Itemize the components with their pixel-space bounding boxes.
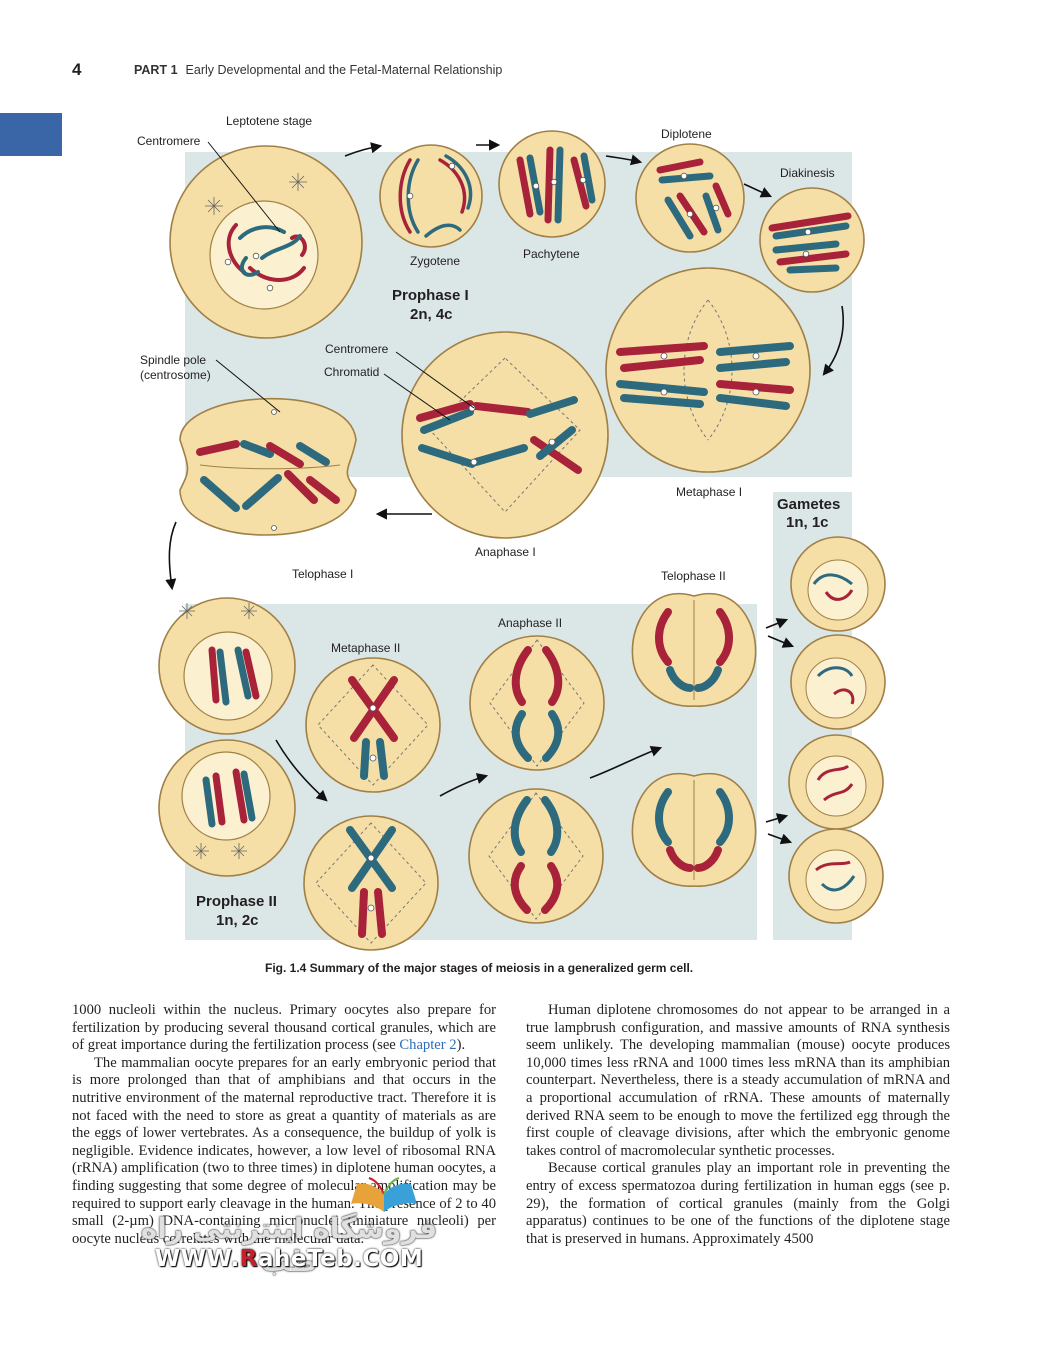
gamete-1 <box>790 536 886 632</box>
leptotene-cell <box>169 145 363 339</box>
label-prophase-i-ploidy: 2n, 4c <box>410 306 453 323</box>
label-metaphase-ii: Metaphase II <box>331 641 400 655</box>
chapter-2-link[interactable]: Chapter 2 <box>399 1037 457 1054</box>
label-prophase-i: Prophase I <box>392 287 469 304</box>
gamete-2 <box>790 634 886 730</box>
label-anaphase-ii: Anaphase II <box>498 616 562 630</box>
label-leptotene: Leptotene stage <box>226 114 312 128</box>
stage-arrows <box>165 139 844 845</box>
label-pachytene: Pachytene <box>523 247 580 261</box>
running-title: Early Developmental and the Fetal-Matern… <box>185 63 503 77</box>
book-logo-icon <box>351 1177 417 1212</box>
paragraph-left-1: 1000 nucleoli within the nucleus. Primar… <box>72 1002 496 1055</box>
label-centrosome: (centrosome) <box>140 368 211 382</box>
figure-caption: Fig. 1.4 Summary of the major stages of … <box>265 961 694 975</box>
anaphase-ii-cell-top <box>469 635 605 771</box>
telophase-ii-cell-bottom <box>631 772 757 887</box>
label-centromere-top: Centromere <box>137 134 201 148</box>
watermark-persian: فروشگاه اینترنتی راه طب <box>140 1212 438 1278</box>
paragraph-right-2: Because cortical granules play an import… <box>526 1160 950 1247</box>
metaphase-i-cell <box>605 267 811 473</box>
paragraph-text-end: ). <box>456 1037 466 1054</box>
label-prophase-ii: Prophase II <box>196 893 277 910</box>
label-prophase-ii-ploidy: 1n, 2c <box>216 912 259 929</box>
zygotene-cell <box>379 144 483 248</box>
anaphase-i-cell <box>401 331 609 539</box>
body-column-right: Human diplotene chromosomes do not appea… <box>526 1002 950 1248</box>
label-metaphase-i: Metaphase I <box>676 485 742 499</box>
watermark: فروشگاه اینترنتی راه طب WWW.RaheTeb.COM <box>124 1176 454 1280</box>
paragraph-right-1: Human diplotene chromosomes do not appea… <box>526 1002 950 1159</box>
metaphase-ii-cell-bottom <box>303 815 439 951</box>
running-head: PART 1 Early Developmental and the Fetal-… <box>134 63 502 77</box>
label-diakinesis: Diakinesis <box>780 166 835 180</box>
prophase-ii-cell-top <box>158 597 296 735</box>
telophase-ii-cell-top <box>631 592 757 707</box>
gamete-3 <box>788 734 884 830</box>
paragraph-text: 1000 nucleoli within the nucleus. Primar… <box>72 1002 496 1054</box>
pachytene-cell <box>498 130 606 238</box>
label-zygotene: Zygotene <box>410 254 460 268</box>
diakinesis-cell <box>759 187 865 293</box>
page-number: 4 <box>72 60 82 79</box>
prophase-ii-cell-bottom <box>158 739 296 877</box>
label-telophase-i: Telophase I <box>292 567 353 581</box>
watermark-url-rest: aheTeb.COM <box>257 1246 424 1272</box>
part-label: PART 1 <box>134 63 178 77</box>
chapter-tab <box>0 113 62 156</box>
anaphase-ii-cell-bottom <box>468 788 604 924</box>
label-chromatid: Chromatid <box>324 365 379 379</box>
metaphase-ii-cell-top <box>305 657 441 793</box>
label-gametes: Gametes <box>777 496 840 513</box>
label-centromere-mid: Centromere <box>325 342 389 356</box>
gamete-4 <box>788 828 884 924</box>
watermark-url-prefix: WWW. <box>154 1246 240 1272</box>
label-anaphase-i: Anaphase I <box>475 545 536 559</box>
watermark-url: WWW.RaheTeb.COM <box>124 1246 454 1272</box>
watermark-url-r: R <box>239 1246 258 1272</box>
telophase-i-cell <box>179 397 357 536</box>
meiosis-figure: Leptotene stage Centromere Zygotene Pach… <box>137 114 886 951</box>
label-diplotene: Diplotene <box>661 127 712 141</box>
label-gametes-ploidy: 1n, 1c <box>786 514 829 531</box>
label-telophase-ii: Telophase II <box>661 569 726 583</box>
leader-lines <box>207 141 475 421</box>
label-spindle-pole: Spindle pole <box>140 353 206 367</box>
diplotene-cell <box>635 143 745 253</box>
